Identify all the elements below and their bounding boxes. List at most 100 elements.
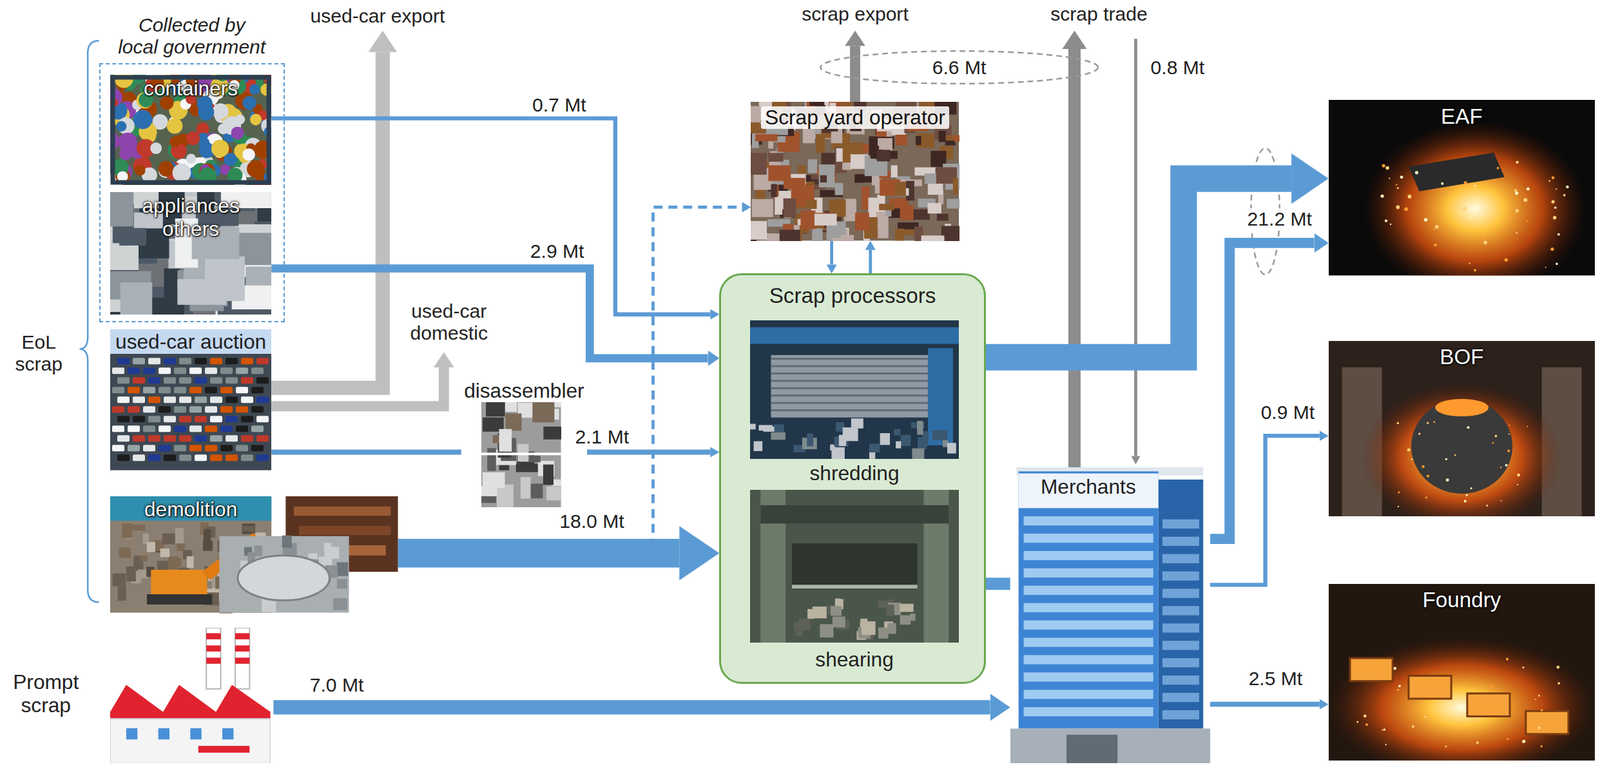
texture-bit — [337, 578, 348, 589]
car — [148, 435, 161, 443]
texture-bit — [812, 606, 827, 618]
car — [158, 425, 171, 433]
source-photo: demolition — [110, 496, 399, 615]
car — [143, 367, 156, 375]
texture-bit — [783, 198, 797, 218]
texture-bit — [924, 173, 937, 184]
texture-bit — [830, 605, 842, 616]
texture-bit — [1515, 161, 1519, 164]
texture-bit — [877, 204, 895, 211]
texture-bit — [750, 122, 760, 131]
texture-bit — [202, 539, 213, 551]
texture-bit — [770, 432, 785, 440]
car — [256, 377, 269, 385]
texture-bit — [516, 463, 542, 472]
picture-part — [1018, 473, 1158, 509]
texture-bit — [176, 542, 185, 551]
texture-bit — [798, 165, 807, 176]
picture-part — [770, 409, 928, 412]
texture-bit — [1395, 205, 1400, 210]
texture-bit — [140, 554, 148, 562]
texture-bit — [1534, 698, 1537, 700]
texture-bit — [795, 630, 803, 637]
node-text: Merchants — [1018, 475, 1158, 499]
node-text: Foundry — [1422, 587, 1501, 612]
car — [148, 396, 161, 404]
flow-amount: 2.1 Mt — [572, 425, 632, 448]
label-holder: 21.2 Mt — [1244, 208, 1315, 231]
car — [210, 416, 223, 423]
texture-bit — [169, 136, 180, 147]
free-label: used-car domestic — [398, 300, 501, 345]
texture-bit — [211, 139, 229, 157]
car — [127, 445, 140, 452]
picture-part — [190, 728, 202, 740]
texture-bit — [1514, 209, 1519, 213]
shred-picture — [750, 320, 960, 459]
picture-part — [770, 394, 928, 397]
found-picture — [1328, 583, 1595, 761]
texture-bit — [520, 476, 531, 499]
texture-bit — [861, 621, 876, 635]
picture-part — [791, 584, 918, 589]
texture-bit — [1425, 496, 1428, 499]
texture-bit — [112, 572, 126, 586]
car — [163, 416, 176, 423]
car — [163, 358, 176, 365]
picture-part — [1023, 603, 1153, 613]
texture-bit — [899, 603, 914, 613]
texture-bit — [487, 447, 497, 471]
picture-part — [927, 347, 954, 446]
texture-bit — [1565, 185, 1570, 189]
texture-bit — [891, 165, 898, 178]
car — [225, 416, 238, 423]
texture-bit — [895, 228, 905, 241]
texture-bit — [131, 523, 145, 530]
car — [117, 358, 130, 365]
texture-bit — [160, 547, 170, 557]
texture-bit — [806, 199, 818, 209]
car — [173, 445, 187, 452]
picture-part — [206, 645, 221, 651]
label-holder: 0.8 Mt — [1148, 56, 1208, 79]
photo-illustration — [1010, 467, 1211, 763]
texture-bit — [750, 221, 767, 240]
texture-bit — [486, 402, 506, 417]
flow-arrow — [1210, 435, 1320, 585]
car — [127, 367, 140, 375]
texture-bit — [917, 436, 927, 450]
car — [204, 406, 218, 414]
picture-part — [770, 387, 928, 390]
texture-bit — [172, 163, 192, 182]
process-photo: disassembler — [461, 377, 588, 508]
texture-bit — [122, 523, 133, 539]
texture-bit — [119, 146, 133, 160]
car — [173, 367, 187, 375]
car — [189, 367, 202, 375]
texture-bit — [915, 135, 922, 145]
texture-bit — [119, 227, 147, 245]
texture-bit — [186, 131, 200, 145]
picture-part — [1328, 636, 1595, 761]
texture-bit — [1555, 188, 1557, 191]
photo-illustration — [110, 627, 271, 764]
texture-bit — [800, 210, 816, 230]
picture-part — [1162, 623, 1200, 633]
node-text: shredding — [809, 462, 900, 485]
texture-bit — [249, 83, 260, 95]
car — [210, 377, 223, 385]
texture-bit — [242, 523, 256, 534]
car — [179, 358, 192, 365]
texture-bit — [199, 137, 210, 148]
free-label: 0.8 Mt — [1148, 56, 1208, 79]
texture-bit — [1463, 499, 1466, 502]
free-label: EoL scrap — [3, 331, 75, 375]
texture-bit — [1389, 223, 1392, 226]
texture-bit — [945, 230, 958, 240]
node-text: containers — [143, 77, 238, 100]
picture-part — [198, 745, 251, 753]
picture-part — [1023, 672, 1153, 682]
picture-part — [1349, 657, 1393, 682]
texture-bit — [869, 443, 881, 453]
disas-picture — [481, 402, 562, 508]
